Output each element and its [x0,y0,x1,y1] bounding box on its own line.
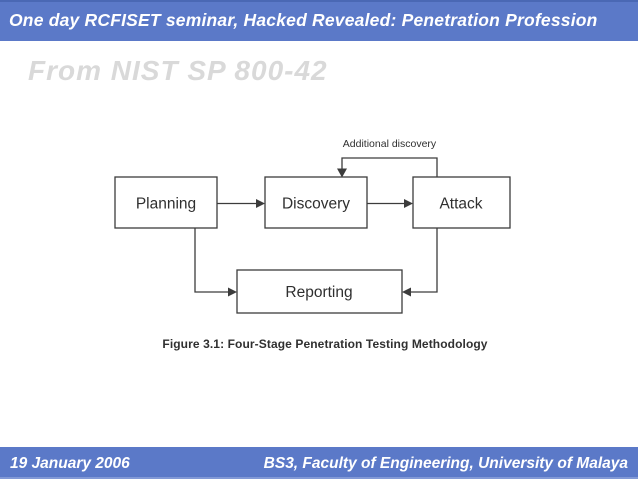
planning-to-reporting-connector [194,228,228,293]
slide-footer-bar: 19 January 2006 BS3, Faculty of Engineer… [0,447,638,479]
attack-box [412,176,511,229]
attack-to-reporting-connector [411,228,438,293]
arrowhead-into-discovery-top [337,168,347,178]
planning-box [114,176,218,229]
footer-affiliation: BS3, Faculty of Engineering, University … [263,454,628,472]
reporting-box [236,269,403,314]
feedback-label: Additional discovery [343,138,437,150]
arrowhead-into-attack-left [404,199,413,208]
slide-header-bar: One day RCFISET seminar, Hacked Revealed… [0,0,638,41]
arrowhead-into-discovery-left [256,199,265,208]
attack-label: Attack [439,196,482,213]
discovery-box [264,176,368,229]
arrowhead-into-reporting-left [228,287,237,297]
reporting-label: Reporting [285,284,352,301]
figure-caption: Figure 3.1: Four-Stage Penetration Testi… [162,337,488,351]
footer-date: 19 January 2006 [10,454,130,472]
flowchart-svg: Additional discovery Planning Discovery … [114,138,511,314]
planning-label: Planning [136,196,196,213]
slide-title: From NIST SP 800-42 [28,55,328,86]
arrowhead-into-reporting-right [402,287,411,297]
discovery-label: Discovery [282,196,350,213]
feedback-connector-line [341,157,438,177]
header-title: One day RCFISET seminar, Hacked Revealed… [9,10,598,30]
